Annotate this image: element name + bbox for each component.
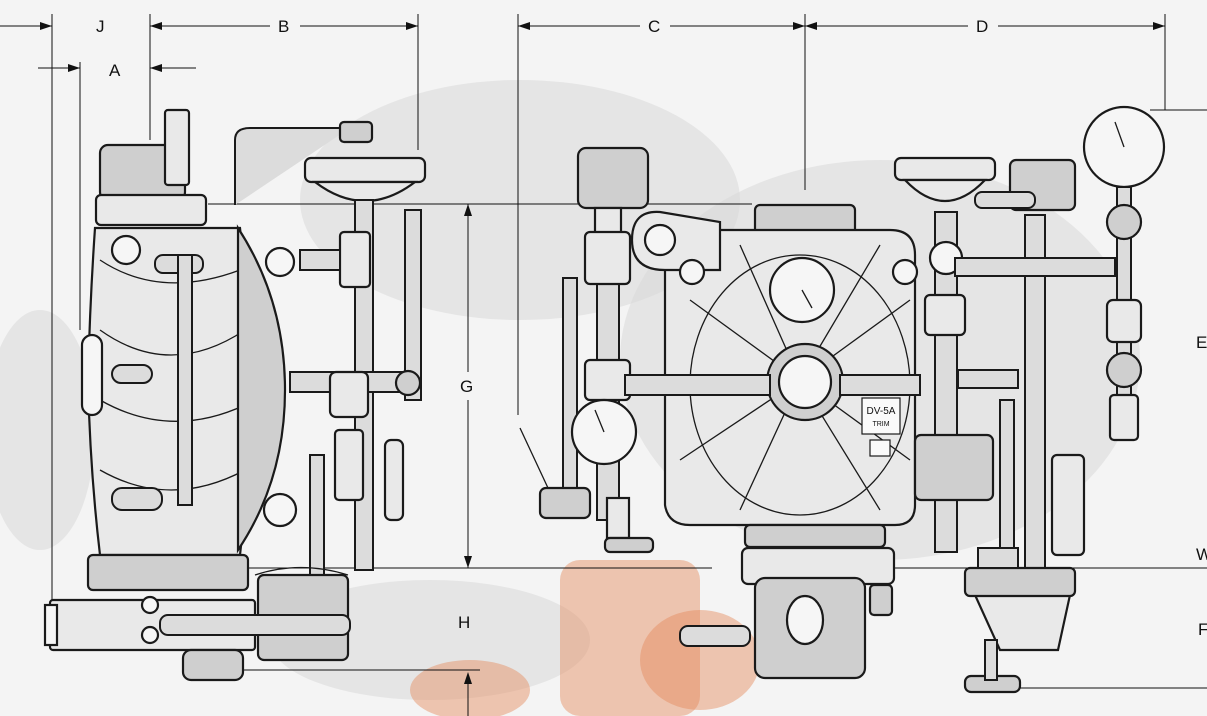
side-view-valve	[43, 108, 427, 682]
dim-label-j: J	[96, 17, 105, 36]
dimension-labels: J A B C D G H E F W	[96, 17, 1207, 639]
trim-sub-text: TRIM	[872, 421, 889, 428]
trim-label: DV-5A TRIM	[861, 397, 901, 457]
dim-label-c: C	[648, 17, 660, 36]
dim-label-w: W	[1196, 545, 1207, 564]
dim-label-e: E	[1196, 333, 1207, 352]
dim-label-a: A	[109, 61, 121, 80]
dim-label-h: H	[458, 613, 470, 632]
dim-label-f: F	[1198, 620, 1207, 639]
dim-label-d: D	[976, 17, 988, 36]
front-view-valve: DV-5A TRIM	[519, 105, 1166, 694]
dim-label-g: G	[460, 377, 473, 396]
trim-model-text: DV-5A	[867, 406, 896, 417]
dim-label-b: B	[278, 17, 289, 36]
